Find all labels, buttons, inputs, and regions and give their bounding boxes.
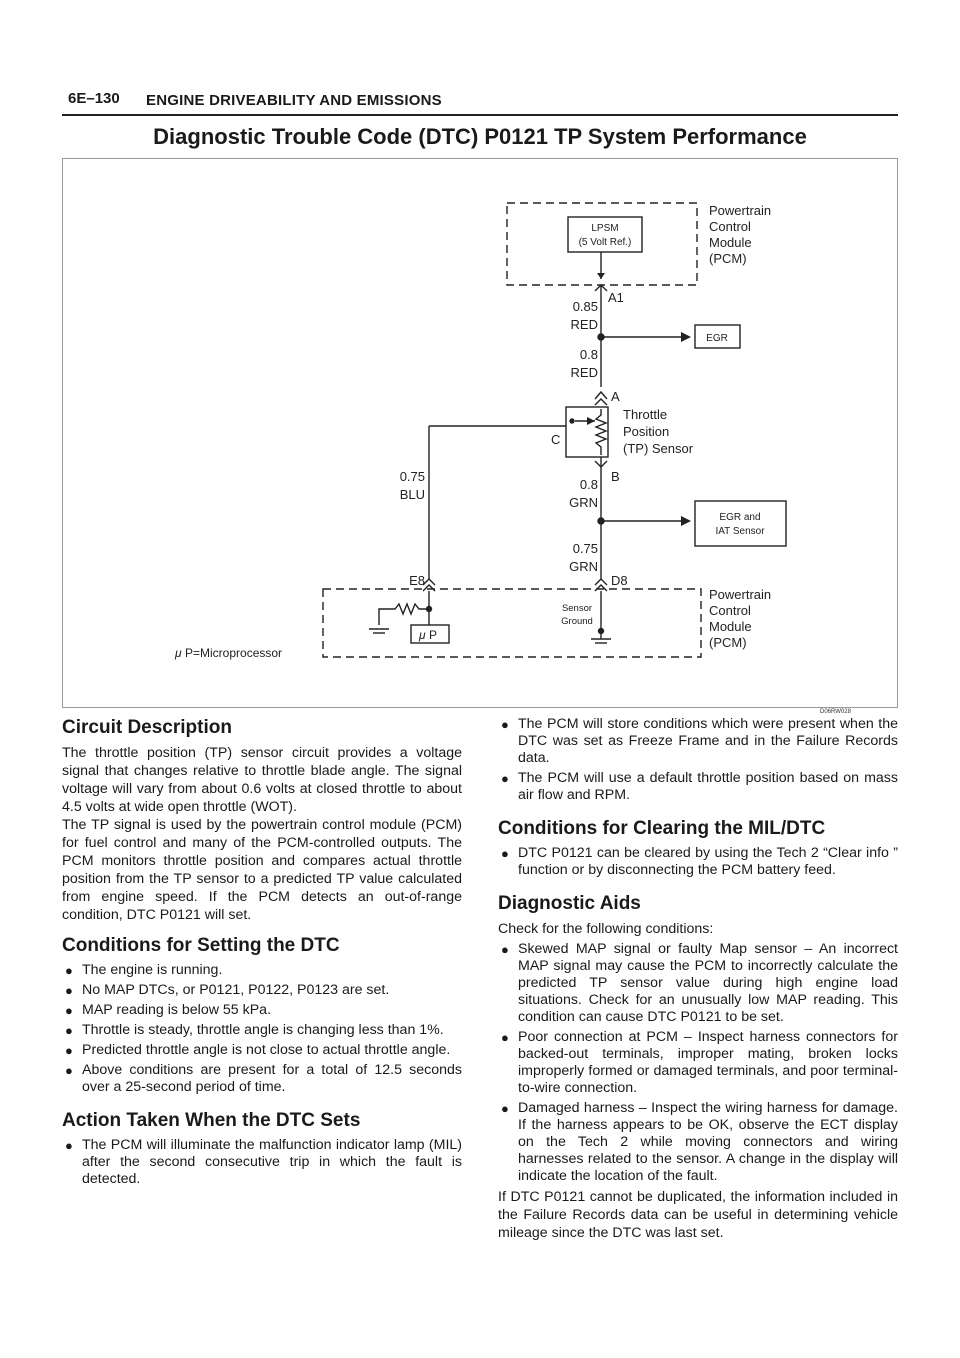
bullet-icon: ● [501, 717, 509, 732]
action-heading: Action Taken When the DTC Sets [62, 1110, 361, 1131]
list-item: ●The PCM will store conditions which wer… [501, 716, 898, 766]
bullet-icon: ● [501, 1030, 509, 1045]
list-item: ●No MAP DTCs, or P0121, P0122, P0123 are… [65, 982, 390, 998]
blu-size: 0.75 [400, 469, 425, 484]
tp-sensor-box [565, 406, 609, 458]
grn1-size: 0.8 [580, 477, 598, 492]
pcm-top-label-2: Control [709, 219, 751, 234]
pcm-top-label-4: (PCM) [709, 251, 747, 266]
tp-label-2: Position [623, 424, 669, 439]
clearing-heading: Conditions for Clearing the MIL/DTC [498, 818, 826, 839]
pin-c: C [551, 432, 560, 447]
pcm-bottom-label-2: Control [709, 603, 751, 618]
page-number: 6E–130 [68, 90, 120, 107]
list-item: ●Throttle is steady, throttle angle is c… [65, 1022, 444, 1038]
tp-label-3: (TP) Sensor [623, 441, 694, 456]
pcm-top-box [506, 202, 698, 286]
pin-a: A [611, 389, 620, 404]
egr-label: EGR [706, 333, 728, 344]
wire1-color: RED [571, 317, 598, 332]
list-item: ●Above conditions are present for a tota… [65, 1062, 462, 1095]
left-column: Circuit Description The throttle positio… [62, 716, 462, 1191]
microprocessor-label: P [429, 628, 437, 642]
bullet-icon: ● [65, 1063, 73, 1078]
grn2-size: 0.75 [573, 541, 598, 556]
section-title: ENGINE DRIVEABILITY AND EMISSIONS [146, 92, 442, 109]
page-title: Diagnostic Trouble Code (DTC) P0121 TP S… [153, 124, 807, 149]
bullet-icon: ● [501, 942, 509, 957]
egr-box [694, 324, 741, 349]
wire2-color: RED [571, 365, 598, 380]
figure-code: D06RW028 [820, 709, 851, 715]
pin-b: B [611, 469, 620, 484]
list-item: ●DTC P0121 can be cleared by using the T… [501, 845, 898, 878]
wire2-size: 0.8 [580, 347, 598, 362]
bullet-icon: ● [501, 1101, 509, 1116]
mu-legend-symbol: μ [174, 646, 182, 660]
header-rule [62, 114, 898, 116]
bullet-icon: ● [65, 1138, 73, 1153]
bullet-icon: ● [501, 771, 509, 786]
pin-e8: E8 [409, 573, 425, 588]
pin-d8: D8 [611, 573, 628, 588]
egr-iat-box [694, 500, 787, 547]
list-item: ●The PCM will use a default throttle pos… [501, 770, 898, 803]
bullet-icon: ● [65, 1003, 73, 1018]
bullet-icon: ● [65, 1043, 73, 1058]
pcm-bottom-label-1: Powertrain [709, 587, 771, 602]
bullet-icon: ● [65, 983, 73, 998]
wire1-size: 0.85 [573, 299, 598, 314]
pcm-bottom-box [322, 588, 702, 658]
list-item: ●The PCM will illuminate the malfunction… [65, 1137, 462, 1187]
aids-list: ●Skewed MAP signal or faulty Map sensor … [498, 941, 898, 1185]
lpsm-label-1: LPSM [591, 223, 618, 234]
pin-a1: A1 [608, 290, 624, 305]
list-item: ●MAP reading is below 55 kPa. [65, 1002, 272, 1018]
microprocessor-legend: P=Microprocessor [185, 646, 282, 660]
pcm-top-label-3: Module [709, 235, 752, 250]
list-item: ●Predicted throttle angle is not close t… [65, 1042, 451, 1058]
blu-color: BLU [400, 487, 425, 502]
lpsm-label-2: (5 Volt Ref.) [579, 237, 632, 248]
setting-heading: Conditions for Setting the DTC [62, 935, 340, 956]
right-column: ●The PCM will store conditions which wer… [498, 716, 898, 1242]
sensor-ground-2: Ground [561, 616, 593, 627]
list-item: ●Poor connection at PCM – Inspect harnes… [501, 1029, 898, 1096]
wiring-diagram: LPSM (5 Volt Ref.) Powertrain Control Mo… [62, 158, 898, 708]
circuit-paragraph-2: The TP signal is used by the powertrain … [62, 817, 462, 923]
grn2-color: GRN [569, 559, 598, 574]
bullet-icon: ● [65, 1023, 73, 1038]
pcm-bottom-label-3: Module [709, 619, 752, 634]
list-item: ●Damaged harness – Inspect the wiring ha… [501, 1100, 898, 1184]
tp-label-1: Throttle [623, 407, 667, 422]
circuit-heading: Circuit Description [62, 717, 232, 738]
circuit-paragraph-1: The throttle position (TP) sensor circui… [62, 745, 462, 815]
egr-iat-label-2: IAT Sensor [715, 526, 765, 537]
action-list-continued: ●The PCM will store conditions which wer… [498, 716, 898, 804]
bullet-icon: ● [65, 963, 73, 978]
microprocessor-box [410, 624, 450, 644]
aids-closing: If DTC P0121 cannot be duplicated, the i… [498, 1189, 898, 1241]
bullet-icon: ● [501, 846, 509, 861]
list-item: ●The engine is running. [65, 962, 223, 978]
action-list: ●The PCM will illuminate the malfunction… [62, 1137, 462, 1188]
aids-intro: Check for the following conditions: [498, 921, 714, 937]
grn1-color: GRN [569, 495, 598, 510]
sensor-ground-1: Sensor [562, 603, 592, 614]
list-item: ●Skewed MAP signal or faulty Map sensor … [501, 941, 898, 1025]
aids-heading: Diagnostic Aids [498, 893, 641, 914]
lpsm-box [567, 216, 643, 253]
pcm-top-label-1: Powertrain [709, 203, 771, 218]
setting-list: ●The engine is running. ●No MAP DTCs, or… [62, 962, 462, 1096]
pcm-bottom-label-4: (PCM) [709, 635, 747, 650]
egr-iat-label-1: EGR and [719, 512, 760, 523]
mu-symbol: μ [418, 628, 426, 642]
clearing-list: ●DTC P0121 can be cleared by using the T… [498, 845, 898, 879]
